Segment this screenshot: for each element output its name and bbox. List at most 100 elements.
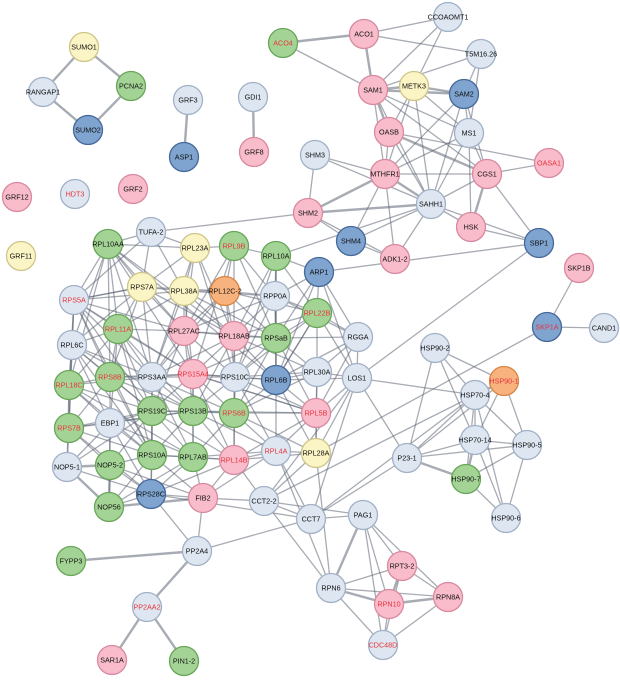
node-rps8b[interactable]: RPS8B	[94, 361, 126, 393]
node-circle-arp1[interactable]	[303, 256, 335, 288]
node-circle-rpl4a[interactable]	[260, 435, 292, 467]
node-hsk[interactable]: HSK	[455, 211, 487, 243]
node-circle-mthfr1[interactable]	[369, 158, 401, 190]
node-hsp90-7[interactable]: HSP90-7	[450, 463, 482, 495]
node-hsp90-1[interactable]: HSP90-1	[488, 365, 520, 397]
node-circle-sahh1[interactable]	[415, 188, 447, 220]
node-circle-rpn8a[interactable]	[432, 581, 464, 613]
node-circle-rps19c[interactable]	[136, 395, 168, 427]
node-skp1b[interactable]: SKP1B	[563, 252, 595, 284]
node-tufa-2[interactable]: TUFA-2	[135, 216, 167, 248]
node-p23-1[interactable]: P23-1	[391, 442, 423, 474]
node-sahh1[interactable]: SAHH1	[415, 188, 447, 220]
node-sam2[interactable]: SAM2	[448, 78, 480, 110]
node-sam1[interactable]: SAM1	[357, 74, 389, 106]
node-circle-rpn6[interactable]	[315, 572, 347, 604]
node-circle-fib2[interactable]	[187, 482, 219, 514]
node-circle-sam2[interactable]	[448, 78, 480, 110]
node-hsp90-5[interactable]: HSP90-5	[511, 429, 543, 461]
node-circle-p23-1[interactable]	[391, 442, 423, 474]
node-skp1a[interactable]: SKP1A	[531, 311, 563, 343]
node-circle-rps10c[interactable]	[219, 361, 251, 393]
node-rpn6[interactable]: RPN6	[315, 572, 347, 604]
node-circle-hdt3[interactable]	[59, 178, 91, 210]
node-sumo1[interactable]: SUMO1	[68, 31, 100, 63]
node-circle-sam1[interactable]	[357, 74, 389, 106]
node-circle-los1[interactable]	[341, 362, 373, 394]
node-circle-shm3[interactable]	[299, 139, 331, 171]
node-circle-hsk[interactable]	[455, 211, 487, 243]
node-rpl18ab[interactable]: RPL18AB	[218, 320, 250, 352]
node-rps7a[interactable]: RPS7A	[126, 271, 158, 303]
node-shm4[interactable]: SHM4	[335, 225, 367, 257]
node-circle-rangap1[interactable]	[27, 76, 59, 108]
node-rps28c[interactable]: RPS28C	[135, 478, 167, 510]
node-rpl5b[interactable]: RPL5B	[300, 397, 332, 429]
node-nop5-2[interactable]: NOP5-2	[94, 449, 126, 481]
node-rpl18c[interactable]: RPL18C	[53, 369, 85, 401]
node-circle-rps13b[interactable]	[177, 395, 209, 427]
node-asp1[interactable]: ASP1	[168, 141, 200, 173]
node-nop56[interactable]: NOP56	[93, 491, 125, 523]
node-oasa1[interactable]: OASA1	[533, 147, 565, 179]
node-circle-oasb[interactable]	[373, 116, 405, 148]
node-circle-ms1[interactable]	[453, 117, 485, 149]
node-circle-grf11[interactable]	[5, 240, 37, 272]
node-rpl11a[interactable]: RPL11A	[102, 313, 134, 345]
node-circle-shm2[interactable]	[292, 197, 324, 229]
node-circle-rpl14b[interactable]	[218, 444, 250, 476]
node-circle-grf3[interactable]	[172, 84, 204, 116]
node-circle-sumo1[interactable]	[68, 31, 100, 63]
node-circle-rpl23a[interactable]	[179, 232, 211, 264]
node-circle-nop5-1[interactable]	[51, 451, 83, 483]
node-fypp3[interactable]: FYPP3	[55, 545, 87, 577]
node-circle-shm4[interactable]	[335, 225, 367, 257]
node-circle-tufa-2[interactable]	[135, 216, 167, 248]
node-circle-grf8[interactable]	[238, 136, 270, 168]
node-circle-pp2a4[interactable]	[181, 535, 213, 567]
node-circle-rpp0a[interactable]	[259, 280, 291, 312]
node-ms1[interactable]: MS1	[453, 117, 485, 149]
node-rpl12c-2[interactable]: RPL12C-2	[208, 275, 242, 307]
node-circle-sumo2[interactable]	[72, 114, 104, 146]
node-circle-metk3[interactable]	[398, 70, 430, 102]
node-rps10c[interactable]: RPS10C	[219, 361, 251, 393]
node-rpl28a[interactable]: RPL28A	[300, 437, 332, 469]
node-ccoaomt1[interactable]: CCOAOMT1	[428, 1, 469, 33]
node-rgga[interactable]: RGGA	[342, 321, 374, 353]
node-circle-hsp90-5[interactable]	[511, 429, 543, 461]
node-aco1[interactable]: ACO1	[348, 18, 380, 50]
node-circle-oasa1[interactable]	[533, 147, 565, 179]
node-circle-cand1[interactable]	[588, 312, 620, 344]
node-circle-skp1a[interactable]	[531, 311, 563, 343]
node-circle-rpl9b[interactable]	[218, 230, 250, 262]
node-aco4[interactable]: ACO4	[267, 27, 299, 59]
node-circle-grf2[interactable]	[117, 173, 149, 205]
node-ebp1[interactable]: EBP1	[94, 407, 126, 439]
node-circle-rps8b[interactable]	[94, 361, 126, 393]
node-rpt3-2[interactable]: RPT3-2	[386, 550, 418, 582]
node-rpl27ac[interactable]: RPL27AC	[168, 315, 200, 347]
node-shm3[interactable]: SHM3	[299, 139, 331, 171]
node-hsp70-4[interactable]: HSP70-4	[459, 379, 491, 411]
node-metk3[interactable]: METK3	[398, 70, 430, 102]
node-circle-sar1a[interactable]	[96, 644, 128, 676]
node-circle-fypp3[interactable]	[55, 545, 87, 577]
node-rpl10aa[interactable]: RPL10AA	[92, 228, 124, 260]
node-t5m16-26[interactable]: T5M16.26	[465, 38, 497, 70]
node-rpn10[interactable]: RPN10	[373, 588, 405, 620]
node-sumo2[interactable]: SUMO2	[72, 114, 104, 146]
node-rpp0a[interactable]: RPP0A	[259, 280, 291, 312]
node-rps13b[interactable]: RPS13B	[177, 395, 209, 427]
node-circle-rpt3-2[interactable]	[386, 550, 418, 582]
node-circle-rgga[interactable]	[342, 321, 374, 353]
node-circle-cct7[interactable]	[295, 503, 327, 535]
node-rpl4a[interactable]: RPL4A	[260, 435, 292, 467]
node-circle-rpsab[interactable]	[260, 322, 292, 354]
node-circle-rpl10aa[interactable]	[92, 228, 124, 260]
node-adk1-2[interactable]: ADK1-2	[379, 243, 411, 275]
node-circle-cdc48d[interactable]	[367, 629, 399, 661]
node-circle-rps5a[interactable]	[58, 284, 90, 316]
node-circle-pp2aa2[interactable]	[131, 591, 163, 623]
node-circle-ebp1[interactable]	[94, 407, 126, 439]
